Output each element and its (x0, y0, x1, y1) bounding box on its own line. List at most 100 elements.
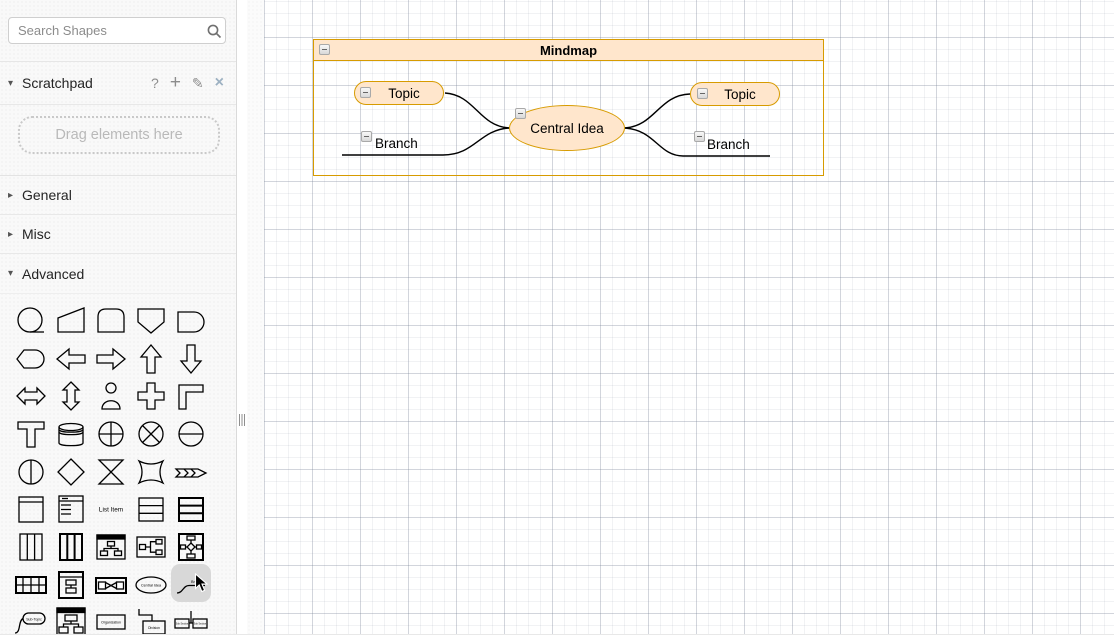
shape-collate[interactable] (91, 453, 131, 491)
splitter-grip-icon[interactable] (239, 414, 245, 426)
shape-arrow-left[interactable] (51, 340, 91, 378)
collapse-icon[interactable] (694, 131, 705, 142)
shape-data-store[interactable] (51, 415, 91, 453)
mindmap-titlebar[interactable]: Mindmap (314, 40, 823, 61)
shape-arrow-right[interactable] (91, 340, 131, 378)
shape-arrow-strip[interactable] (171, 453, 211, 491)
shield-icon (137, 308, 165, 334)
shape-actor[interactable] (91, 377, 131, 415)
container-icon (58, 570, 84, 599)
search-icon[interactable] (207, 24, 222, 44)
shape-cross[interactable] (131, 377, 171, 415)
shape-list-item[interactable]: List Item (91, 490, 131, 528)
shape-card[interactable] (91, 302, 131, 340)
shape-sub-topic[interactable]: Sub-Topic (11, 604, 51, 642)
diagram-canvas[interactable]: Mindmap Topic Topic Central Idea Branch … (247, 0, 1114, 635)
cross-layout-icon (178, 532, 204, 561)
sub-topic-icon: Sub-Topic (14, 612, 46, 634)
vertical-columns-bold-icon (59, 532, 83, 561)
shape-interchange[interactable] (91, 566, 131, 604)
mindmap-container[interactable]: Mindmap (313, 39, 824, 176)
shape-summing-junction[interactable] (131, 415, 171, 453)
shape-double-arrow-horizontal[interactable] (11, 377, 51, 415)
central-idea-icon: Central Idea (135, 576, 167, 594)
collapse-icon[interactable] (361, 131, 372, 142)
minus-icon (363, 92, 368, 93)
collapse-icon[interactable] (697, 88, 708, 99)
shape-delay[interactable] (171, 302, 211, 340)
arrow-down-icon (179, 343, 203, 374)
shape-circle-vertical-divider[interactable] (11, 453, 51, 491)
shape-double-arrow-vertical[interactable] (51, 377, 91, 415)
rounded-hexagon-icon (16, 348, 45, 369)
section-misc[interactable]: ▸ Misc (0, 215, 236, 254)
sub-topic-label: Sub-Topic (26, 618, 42, 622)
or-junction-icon (98, 421, 124, 447)
shape-tape-data[interactable] (11, 302, 51, 340)
shape-manual-input[interactable] (51, 302, 91, 340)
topic-node-right[interactable]: Topic (690, 82, 780, 106)
horizontal-scrollbar-track[interactable] (0, 634, 1114, 642)
shape-tree-container[interactable] (91, 528, 131, 566)
decision-icon (57, 457, 85, 486)
shape-cross-layout[interactable] (171, 528, 211, 566)
collapse-icon[interactable] (319, 44, 330, 55)
shape-organization[interactable]: Organization (91, 604, 131, 642)
minus-icon (700, 93, 705, 94)
scratchpad-header[interactable]: ▾ Scratchpad ? + ✎ × (0, 62, 236, 105)
sub-section-label: Sub Section (176, 623, 189, 626)
shape-or-junction[interactable] (91, 415, 131, 453)
search-input[interactable] (8, 17, 226, 44)
shape-decision[interactable] (51, 453, 91, 491)
central-idea-label: Central Idea (141, 583, 162, 587)
scratchpad-title: Scratchpad (22, 75, 93, 91)
shape-vertical-columns-bold[interactable] (51, 528, 91, 566)
close-icon[interactable]: × (214, 74, 224, 91)
organization-icon: Organization (96, 614, 126, 630)
shape-window[interactable] (11, 490, 51, 528)
shape-table[interactable] (11, 566, 51, 604)
tree-container-icon (96, 534, 126, 560)
tape-data-icon (17, 307, 44, 333)
topic-right-label: Topic (724, 86, 756, 102)
shape-shield[interactable] (131, 302, 171, 340)
shape-circle-horizontal-divider[interactable] (171, 415, 211, 453)
advanced-shape-palette: List Item Central Idea Branch Sub-Topic … (0, 294, 236, 641)
shape-vertical-columns[interactable] (11, 528, 51, 566)
shape-arrow-down[interactable] (171, 340, 211, 378)
section-general[interactable]: ▸ General (0, 176, 236, 215)
circle-vertical-divider-icon (18, 458, 44, 485)
minus-icon (364, 136, 369, 137)
help-icon[interactable]: ? (151, 75, 159, 91)
shape-central-idea[interactable]: Central Idea (131, 566, 171, 604)
shape-org-chart[interactable] (51, 604, 91, 642)
shape-container[interactable] (51, 566, 91, 604)
collapse-icon[interactable] (515, 108, 526, 119)
add-icon[interactable]: + (169, 71, 181, 93)
shape-tee[interactable] (11, 415, 51, 453)
shape-horizontal-rows[interactable] (131, 490, 171, 528)
central-idea-node[interactable]: Central Idea (509, 105, 625, 151)
branch-right-label[interactable]: Branch (707, 137, 750, 152)
shape-corner[interactable] (171, 377, 211, 415)
division-label: Division (148, 626, 160, 630)
org-chart-icon (56, 607, 86, 636)
data-store-icon (58, 422, 84, 447)
search-area (0, 0, 236, 62)
shape-horizontal-rows-bold[interactable] (171, 490, 211, 528)
minus-icon (697, 136, 702, 137)
horizontal-rows-icon (138, 497, 164, 522)
section-advanced[interactable]: ▾ Advanced (0, 254, 236, 294)
scratchpad-dropzone[interactable]: Drag elements here (18, 116, 220, 154)
shape-switch[interactable] (131, 453, 171, 491)
sidebar-splitter[interactable] (237, 0, 247, 635)
corner-icon (178, 384, 204, 410)
branch-left-label[interactable]: Branch (375, 136, 418, 151)
collapse-icon[interactable] (360, 87, 371, 98)
edit-pencil-icon[interactable]: ✎ (191, 75, 204, 91)
shape-rounded-hexagon[interactable] (11, 340, 51, 378)
shape-list[interactable] (51, 490, 91, 528)
shape-horizontal-tree-container[interactable] (131, 528, 171, 566)
shape-arrow-up[interactable] (131, 340, 171, 378)
